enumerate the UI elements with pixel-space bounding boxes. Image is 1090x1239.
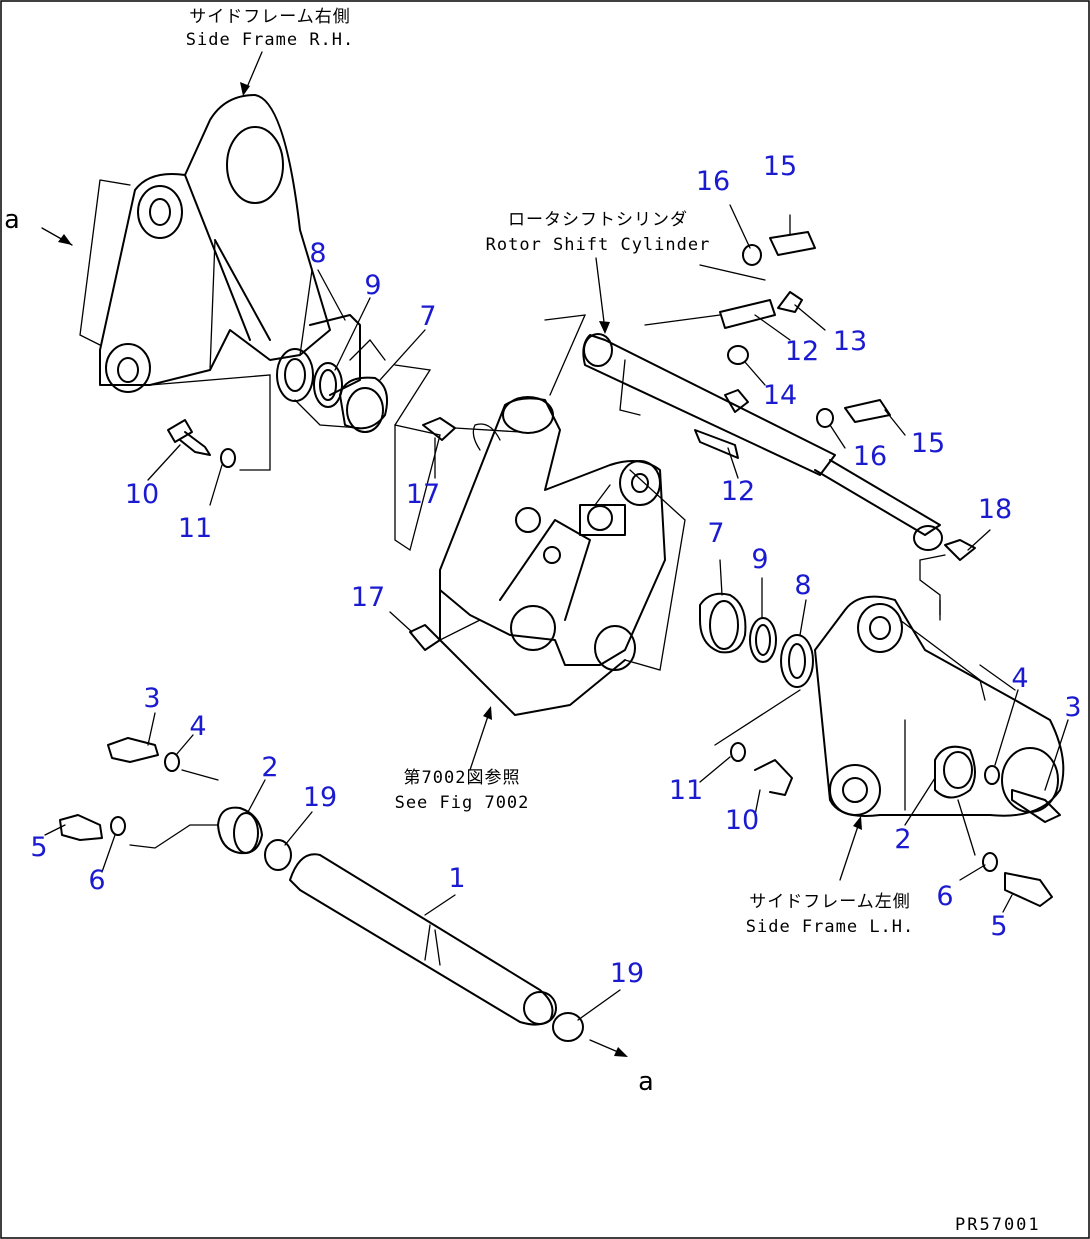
callout-19-left: 19 <box>303 782 337 813</box>
callout-3-right: 3 <box>1064 692 1081 723</box>
ref-arrows <box>41 227 628 1057</box>
callout-12-mid: 12 <box>721 476 755 507</box>
callout-15-top: 15 <box>763 151 797 182</box>
callout-11-lower: 11 <box>669 775 703 806</box>
note-see-fig-en: See Fig 7002 <box>395 793 530 813</box>
callout-19-right: 19 <box>610 958 644 989</box>
side-frame-lh-drawing <box>814 595 1065 817</box>
callout-1: 1 <box>448 863 465 894</box>
callout-3-left: 3 <box>143 683 160 714</box>
note-side-frame-rh-en: Side Frame R.H. <box>186 30 355 50</box>
callout-4-right: 4 <box>1011 663 1028 694</box>
callout-2-right: 2 <box>894 824 911 855</box>
side-frame-rh-drawing <box>79 94 331 471</box>
callout-10-lower: 10 <box>725 805 759 836</box>
note-see-fig-jp: 第7002図参照 <box>404 768 521 788</box>
callout-2-left: 2 <box>261 752 278 783</box>
callout-8-upper: 8 <box>309 238 326 269</box>
callout-15-mid: 15 <box>911 428 945 459</box>
note-side-frame-lh-jp: サイドフレーム左側 <box>749 892 911 912</box>
callout-6-left: 6 <box>88 865 105 896</box>
callout-10-upper: 10 <box>125 479 159 510</box>
callout-9-upper: 9 <box>364 270 381 301</box>
callout-7-lower: 7 <box>707 518 724 549</box>
callout-8-lower: 8 <box>794 570 811 601</box>
lower-left-shaft-set <box>59 737 584 1042</box>
rotor-bracket-drawing <box>394 314 686 716</box>
note-side-frame-lh-en: Side Frame L.H. <box>746 917 915 937</box>
lower-right-bushing-set <box>699 592 1061 907</box>
callout-5-left: 5 <box>30 832 47 863</box>
callout-16-mid: 16 <box>853 441 887 472</box>
callout-17-upper: 17 <box>406 479 440 510</box>
callout-13: 13 <box>833 326 867 357</box>
note-rotor-shift-jp: ロータシフトシリンダ <box>508 210 688 230</box>
callout-17-lower: 17 <box>351 582 385 613</box>
drawing-code: PR57001 <box>955 1215 1041 1235</box>
callout-5-right: 5 <box>990 911 1007 942</box>
ref-letter-a-top: a <box>4 205 20 235</box>
callout-12-top: 12 <box>785 336 819 367</box>
callout-leaders <box>44 204 1069 1021</box>
rotor-shift-cylinder-drawing <box>582 231 976 621</box>
callout-9-lower: 9 <box>751 544 768 575</box>
note-rotor-shift-en: Rotor Shift Cylinder <box>486 235 711 255</box>
callout-11-upper: 11 <box>178 513 212 544</box>
callout-6-right: 6 <box>936 881 953 912</box>
callout-16-top: 16 <box>696 166 730 197</box>
upper-bushing-set <box>276 314 388 433</box>
callout-4-left: 4 <box>189 711 206 742</box>
note-side-frame-rh-jp: サイドフレーム右側 <box>189 7 351 27</box>
upper-bolt-washer <box>167 419 236 468</box>
callout-18: 18 <box>978 494 1012 525</box>
grease-fittings-17 <box>409 417 521 651</box>
ref-letter-a-bottom: a <box>638 1067 654 1097</box>
callout-7-upper: 7 <box>419 301 436 332</box>
callout-14: 14 <box>763 380 797 411</box>
note-leaders <box>240 51 862 881</box>
